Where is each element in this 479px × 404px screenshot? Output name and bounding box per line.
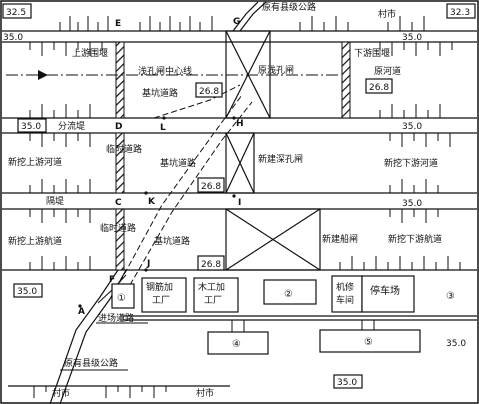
label-rebar-2: 工厂 <box>152 295 170 306</box>
new-deep-sluice <box>225 132 255 194</box>
label-new-up-river: 新挖上游河道 <box>8 156 62 168</box>
elev-found1: 26.8 <box>369 83 389 93</box>
point-J: J <box>146 259 150 269</box>
label-new-deep-sluice: 新建深孔闸 <box>258 153 303 165</box>
facility-4-number: ④ <box>232 339 241 350</box>
label-repair-1: 机修 <box>336 281 354 293</box>
label-temp-road-1: 临时道路 <box>106 143 142 155</box>
elev-work-r: 35.0 <box>446 339 466 349</box>
pit-roads <box>119 84 253 286</box>
new-ship-lock <box>225 208 321 271</box>
elev-sep1-r: 35.0 <box>402 122 422 132</box>
label-old-river: 原河道 <box>374 65 401 77</box>
label-downstream-cofferdam: 下游围堰 <box>354 47 390 59</box>
upstream-cofferdam-hatch <box>115 41 125 119</box>
elev-work-l: 35.0 <box>17 287 37 297</box>
elev-tr: 32.3 <box>450 8 470 18</box>
rebar-workshop-box <box>141 277 187 313</box>
point-D: D <box>115 122 122 132</box>
facility-4-box <box>207 331 269 355</box>
wood-workshop-box <box>193 277 239 313</box>
label-village-top: 村市 <box>378 8 396 20</box>
facility-5-number: ⑤ <box>364 337 373 348</box>
facility-1-box <box>111 283 135 309</box>
label-new-down-river: 新挖下游河道 <box>384 157 438 169</box>
label-new-down-channel: 新挖下游航道 <box>388 233 442 245</box>
bank-ticks <box>29 16 461 270</box>
point-H: H <box>236 119 244 129</box>
downstream-cofferdam-hatch <box>341 41 351 119</box>
label-sep-dike: 隔堤 <box>46 196 64 207</box>
elev-road-r: 35.0 <box>402 33 422 43</box>
label-upstream-cofferdam: 上游围堰 <box>72 47 108 59</box>
elev-sep2-r: 35.0 <box>402 199 422 209</box>
label-temp-road-2: 临时道路 <box>100 222 136 234</box>
elev-tl: 32.5 <box>6 8 26 18</box>
facility-1-number: ① <box>117 293 126 304</box>
label-old-sluice: 原浅孔闸 <box>258 64 294 76</box>
point-E: E <box>115 19 121 29</box>
band-lines <box>2 30 477 321</box>
elev-box-work-l <box>13 283 43 298</box>
label-sluice-center: 浅孔闸中心线 <box>138 65 192 77</box>
flow-arrow-icon <box>38 70 48 80</box>
label-pit-road-2: 基坑道路 <box>160 157 196 169</box>
label-village-bl: 村市 <box>52 387 70 399</box>
label-wood-2: 工厂 <box>204 295 222 306</box>
label-repair-2: 车间 <box>336 294 354 306</box>
temp-road-2-hatch <box>115 208 125 271</box>
facility-5-box <box>319 329 421 353</box>
label-pit-road-3: 基坑道路 <box>154 235 190 247</box>
road-ticks-bottom <box>33 386 167 398</box>
facility-stubs <box>231 320 375 332</box>
label-old-road-top: 原有县级公路 <box>262 1 316 13</box>
repair-workshop-box <box>331 275 363 313</box>
elev-found3: 26.8 <box>201 182 221 192</box>
label-divide-dike: 分流堤 <box>58 120 85 132</box>
elev-found4: 26.8 <box>201 260 221 270</box>
point-I: I <box>238 198 241 208</box>
elev-box-found4 <box>197 255 225 271</box>
point-C: C <box>115 198 122 208</box>
elev-box-found3 <box>197 177 225 193</box>
temp-road-1-hatch <box>115 132 125 194</box>
label-access-road: 进场道路 <box>98 312 134 324</box>
point-A: A <box>78 307 85 317</box>
elev-sep1-l: 35.0 <box>21 122 41 132</box>
elev-box-tl <box>2 3 32 19</box>
label-wood-1: 木工加 <box>198 281 225 293</box>
elev-road-l: 35.0 <box>3 33 23 43</box>
point-K: K <box>148 197 156 207</box>
label-rebar-1: 钢筋加 <box>146 281 173 293</box>
elev-box-sep1l <box>17 118 47 133</box>
elevation-boxes <box>2 3 476 389</box>
elev-box-tr <box>446 3 476 19</box>
label-new-up-channel: 新挖上游航道 <box>8 235 62 247</box>
point-G: G <box>233 17 240 27</box>
point-F: F <box>109 275 115 285</box>
label-new-lock: 新建船闸 <box>322 233 358 245</box>
facility-boxes <box>111 275 421 355</box>
label-old-road-bottom: 原有县级公路 <box>64 357 118 369</box>
point-dots <box>78 116 236 308</box>
elev-found2: 26.8 <box>199 87 219 97</box>
elev-box-bottom <box>333 374 363 389</box>
label-pit-road-1: 基坑道路 <box>142 87 178 99</box>
label-parking: 停车场 <box>370 284 400 297</box>
facility-3-number: ③ <box>446 291 455 302</box>
elev-box-found1 <box>365 78 393 94</box>
elev-box-found2 <box>195 82 223 98</box>
point-L: L <box>160 123 166 133</box>
parking-box <box>361 275 415 313</box>
facility-2-number: ② <box>284 289 293 300</box>
elev-bottom: 35.0 <box>337 378 357 388</box>
facility-2-box <box>263 279 317 305</box>
label-village-bm: 村市 <box>196 387 214 399</box>
